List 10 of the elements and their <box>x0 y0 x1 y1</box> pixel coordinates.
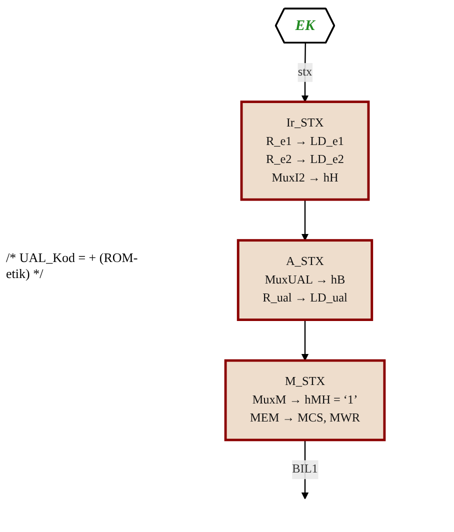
arrow <box>301 43 309 102</box>
edge-label: stx <box>298 66 312 79</box>
comment-text: /* UAL_Kod = + (ROM-etik) */ <box>6 250 139 282</box>
node-box <box>236 239 374 321</box>
node-box <box>224 359 386 442</box>
arrow <box>301 200 309 241</box>
flowchart-drawing: EK stx Ir_STX R_e1 → LD_e1 R_e2 → LD_e2 MuxI2 → hH A_STX MuxUAL → hB R_ual → LD_ual M_STX MuxM → hMH = ‘1’ MEM → MCS, MWR BIL1 <box>156 2 454 530</box>
edge-label: BIL1 <box>292 462 318 476</box>
node-box <box>240 100 370 201</box>
arrow <box>301 320 309 361</box>
